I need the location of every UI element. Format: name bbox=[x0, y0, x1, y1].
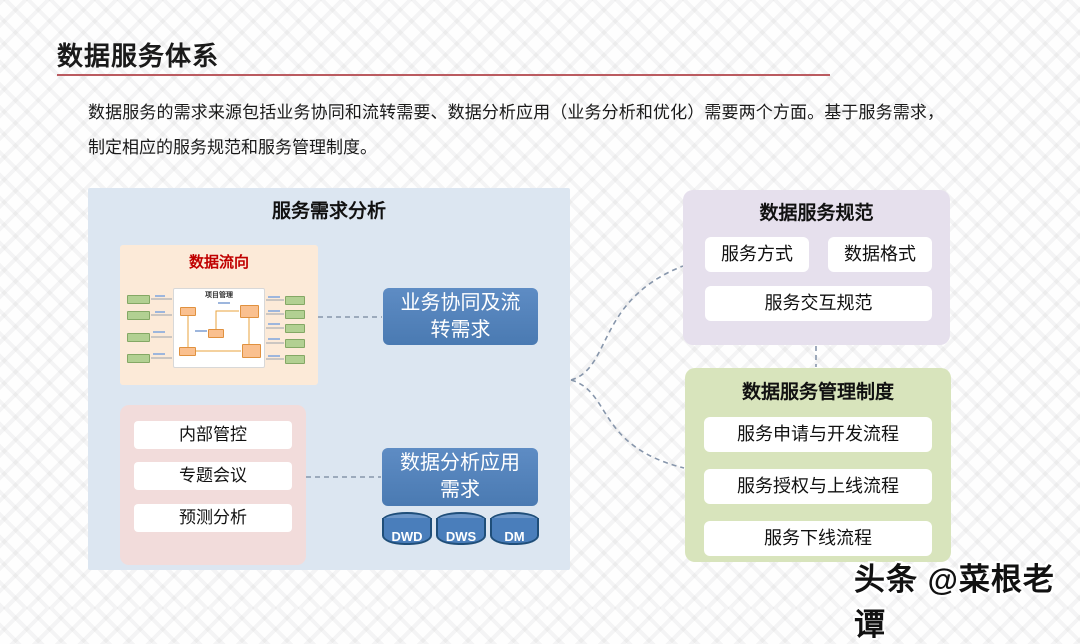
dm-database-cylinder: DM bbox=[490, 512, 539, 545]
requirement-analysis-title: 服务需求分析 bbox=[271, 201, 386, 222]
flow-process-node bbox=[240, 305, 259, 318]
dwd-label: DWD bbox=[391, 529, 423, 544]
dws-database-cylinder: DWS bbox=[436, 512, 486, 545]
intro-paragraph: 数据服务的需求来源包括业务协同和流转需要、数据分析应用（业务分析和优化）需要两个… bbox=[88, 103, 944, 157]
mgmt-item-offline: 服务下线流程 bbox=[704, 521, 932, 556]
mgmt-item-apply-develop: 服务申请与开发流程 bbox=[704, 417, 932, 452]
flow-source-node bbox=[127, 295, 150, 304]
data-flow-title: 数据流向 bbox=[188, 254, 249, 271]
project-management-title: 项目管理 bbox=[205, 292, 233, 299]
source-item-internal-control: 内部管控 bbox=[134, 421, 292, 449]
flow-source-node bbox=[127, 354, 150, 363]
spec-item-service-mode: 服务方式 bbox=[705, 237, 809, 272]
flow-process-node bbox=[208, 329, 224, 338]
dwd-database-cylinder: DWD bbox=[382, 512, 432, 545]
source-item-forecast-analysis: 预测分析 bbox=[134, 504, 292, 532]
flow-process-node bbox=[242, 344, 261, 358]
flow-process-node bbox=[180, 307, 196, 316]
flow-target-node bbox=[285, 324, 305, 333]
flow-target-node bbox=[285, 355, 305, 364]
source-item-special-meeting: 专题会议 bbox=[134, 462, 292, 490]
connector-brace-lower bbox=[570, 379, 685, 469]
cylinder-body bbox=[490, 518, 539, 545]
analysis-requirement-box: 数据分析应用需求 bbox=[382, 448, 538, 506]
cylinder-body bbox=[382, 518, 432, 545]
spec-item-interaction-spec: 服务交互规范 bbox=[705, 286, 932, 321]
flow-source-node bbox=[127, 333, 150, 342]
title-underline bbox=[57, 74, 830, 76]
watermark: 头条 @菜根老谭 bbox=[854, 562, 1055, 642]
data-service-mgmt-title: 数据服务管理制度 bbox=[741, 382, 894, 403]
connector-brace-upper bbox=[570, 265, 684, 381]
flow-target-node bbox=[285, 296, 305, 305]
flow-target-node bbox=[285, 339, 305, 348]
dws-label: DWS bbox=[445, 529, 477, 544]
collaboration-requirement-box: 业务协同及流转需求 bbox=[383, 288, 538, 345]
page-title: 数据服务体系 bbox=[57, 41, 220, 71]
flow-source-node bbox=[127, 311, 150, 320]
flow-target-node bbox=[285, 310, 305, 319]
cylinder-body bbox=[436, 518, 486, 545]
data-service-spec-title: 数据服务规范 bbox=[759, 203, 874, 224]
dm-label: DM bbox=[504, 529, 525, 544]
spec-item-data-format: 数据格式 bbox=[828, 237, 932, 272]
flow-process-node bbox=[179, 347, 196, 356]
mgmt-item-authorize-online: 服务授权与上线流程 bbox=[704, 469, 932, 504]
